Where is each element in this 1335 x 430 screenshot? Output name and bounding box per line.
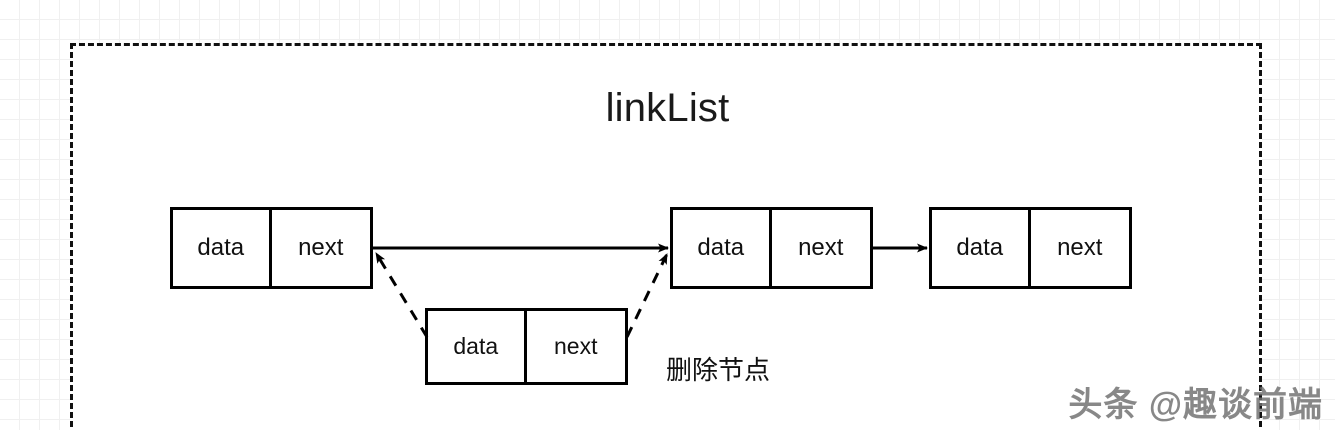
node-2-data-cell: data bbox=[673, 210, 772, 286]
node-removed-next-cell: next bbox=[554, 333, 598, 359]
linked-list-node-3[interactable]: data next bbox=[929, 207, 1132, 289]
linked-list-node-2[interactable]: data next bbox=[670, 207, 873, 289]
linked-list-node-removed[interactable]: data next bbox=[425, 308, 628, 385]
node-1-data-cell: data bbox=[173, 210, 272, 286]
watermark-label: 头条 @趣谈前端 bbox=[1068, 386, 1323, 424]
node-2-next-cell: next bbox=[798, 234, 844, 261]
node-3-data-cell: data bbox=[932, 210, 1031, 286]
page-title: linkList bbox=[605, 86, 730, 130]
node-removed-data-cell: data bbox=[428, 311, 527, 382]
linked-list-node-1[interactable]: data next bbox=[170, 207, 373, 289]
delete-node-caption: 删除节点 bbox=[666, 355, 771, 385]
node-1-next-cell: next bbox=[298, 234, 344, 261]
node-3-next-cell: next bbox=[1057, 234, 1103, 261]
